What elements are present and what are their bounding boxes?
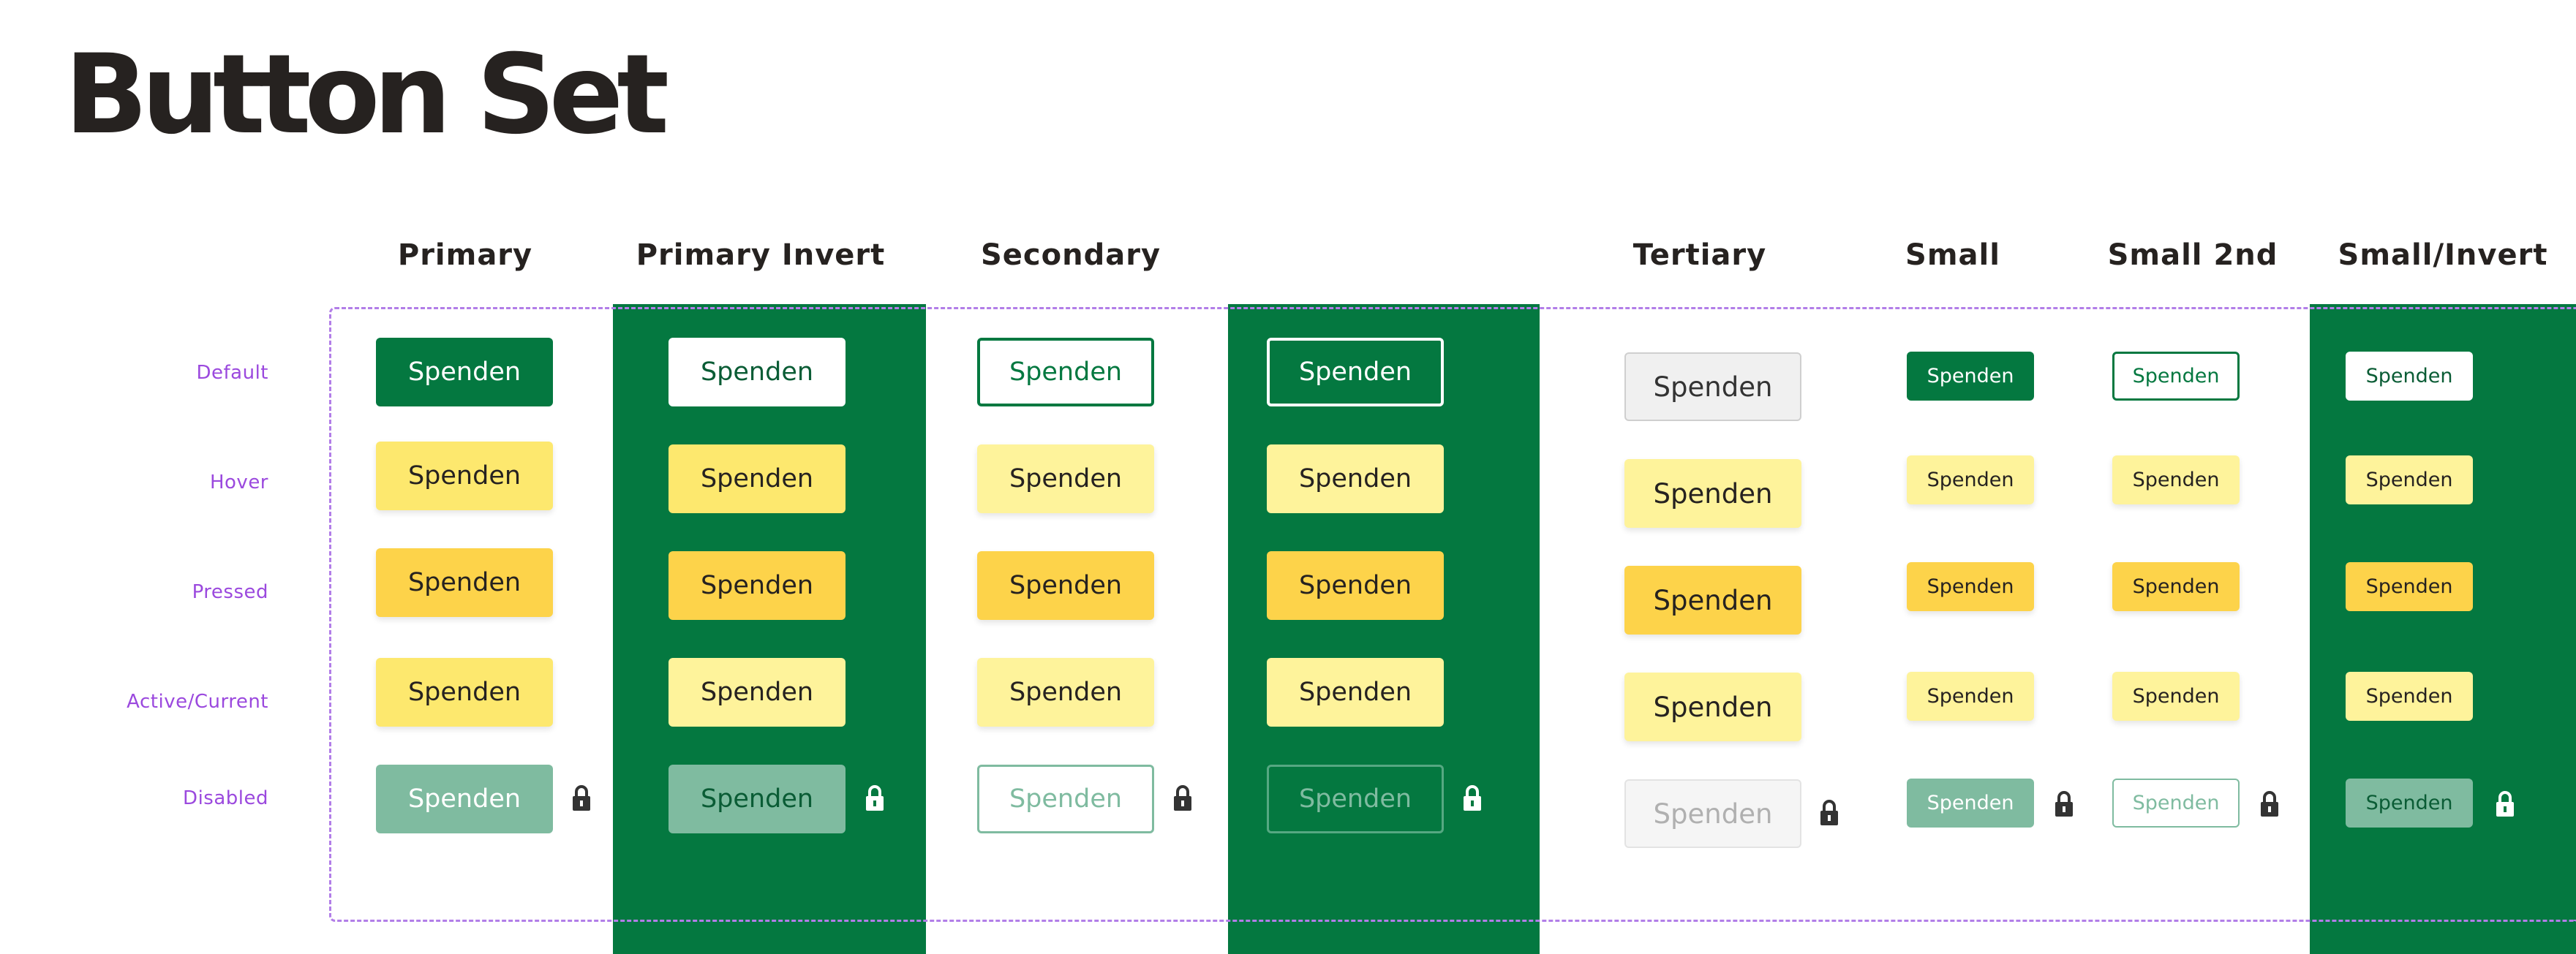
column-header-tertiary: Tertiary (1632, 238, 1767, 272)
primary-invert-disabled-button: Spenden (669, 765, 846, 833)
primary-invert-default-button[interactable]: Spenden (669, 338, 846, 406)
secondary-invert-hover-button[interactable]: Spenden (1267, 444, 1444, 513)
tertiary-disabled-button: Spenden (1624, 779, 1801, 848)
primary-default-button[interactable]: Spenden (376, 338, 553, 406)
row-label-default: Default (196, 362, 268, 384)
small-default-button[interactable]: Spenden (1907, 352, 2034, 401)
primary-pressed-button[interactable]: Spenden (376, 548, 553, 617)
small-2nd-hover-button[interactable]: Spenden (2112, 455, 2240, 504)
secondary-default-button[interactable]: Spenden (977, 338, 1154, 406)
small-2nd-default-button[interactable]: Spenden (2112, 352, 2240, 401)
secondary-disabled-button: Spenden (977, 765, 1154, 833)
column-header-small-2nd: Small 2nd (2107, 238, 2278, 272)
secondary-active-button[interactable]: Spenden (977, 658, 1154, 727)
column-header-small-invert: Small/Invert (2338, 238, 2548, 272)
column-header-small: Small (1905, 238, 2000, 272)
small-invert-disabled-button: Spenden (2346, 779, 2473, 828)
secondary-invert-active-button[interactable]: Spenden (1267, 658, 1444, 727)
column-header-secondary: Secondary (980, 238, 1161, 272)
secondary-hover-button[interactable]: Spenden (977, 444, 1154, 513)
primary-active-button[interactable]: Spenden (376, 658, 553, 727)
row-label-pressed: Pressed (192, 581, 268, 603)
primary-disabled-button: Spenden (376, 765, 553, 833)
small-2nd-active-button[interactable]: Spenden (2112, 672, 2240, 721)
small-active-button[interactable]: Spenden (1907, 672, 2034, 721)
tertiary-default-button[interactable]: Spenden (1624, 352, 1801, 421)
small-invert-hover-button[interactable]: Spenden (2346, 455, 2473, 504)
primary-invert-active-button[interactable]: Spenden (669, 658, 846, 727)
tertiary-active-button[interactable]: Spenden (1624, 673, 1801, 741)
lock-icon (1820, 800, 1838, 825)
secondary-pressed-button[interactable]: Spenden (977, 551, 1154, 620)
lock-icon (1174, 785, 1191, 811)
small-invert-panel (2310, 304, 2576, 954)
primary-invert-pressed-button[interactable]: Spenden (669, 551, 846, 620)
lock-icon (1464, 785, 1481, 811)
row-label-disabled: Disabled (183, 787, 268, 809)
row-label-hover: Hover (209, 472, 268, 493)
tertiary-pressed-button[interactable]: Spenden (1624, 566, 1801, 635)
states-frame (329, 307, 2576, 922)
column-header-primary-invert: Primary Invert (636, 238, 886, 272)
lock-icon (573, 785, 590, 811)
primary-invert-panel (613, 304, 926, 954)
secondary-invert-pressed-button[interactable]: Spenden (1267, 551, 1444, 620)
small-invert-default-button[interactable]: Spenden (2346, 352, 2473, 401)
column-header-primary: Primary (397, 238, 533, 272)
small-hover-button[interactable]: Spenden (1907, 455, 2034, 504)
secondary-invert-disabled-button: Spenden (1267, 765, 1444, 833)
small-2nd-pressed-button[interactable]: Spenden (2112, 562, 2240, 611)
small-2nd-disabled-button: Spenden (2112, 779, 2240, 828)
small-pressed-button[interactable]: Spenden (1907, 562, 2034, 611)
small-invert-pressed-button[interactable]: Spenden (2346, 562, 2473, 611)
primary-hover-button[interactable]: Spenden (376, 442, 553, 510)
small-invert-active-button[interactable]: Spenden (2346, 672, 2473, 721)
row-label-active: Active/Current (127, 691, 268, 713)
tertiary-hover-button[interactable]: Spenden (1624, 459, 1801, 528)
lock-icon (2496, 791, 2514, 817)
lock-icon (2055, 791, 2073, 817)
lock-icon (866, 785, 884, 811)
small-disabled-button: Spenden (1907, 779, 2034, 828)
lock-icon (2261, 791, 2278, 817)
secondary-invert-default-button[interactable]: Spenden (1267, 338, 1444, 406)
primary-invert-hover-button[interactable]: Spenden (669, 444, 846, 513)
secondary-invert-panel (1228, 304, 1540, 954)
page-title: Button Set (64, 31, 669, 159)
